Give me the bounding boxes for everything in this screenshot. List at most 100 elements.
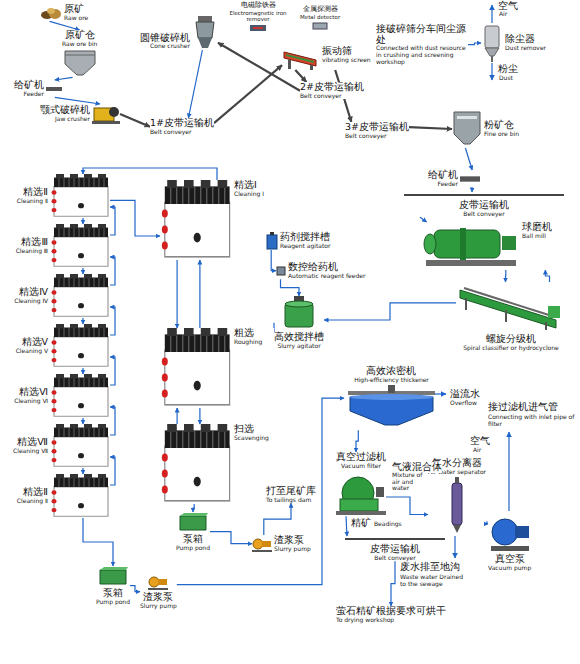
chinese-name: 精选Ⅴ <box>2 337 48 348</box>
equipment-label: 粗选Roughing <box>234 328 274 345</box>
equipment-node: 泵箱Pump pond <box>96 566 130 605</box>
equipment-icon <box>46 86 62 92</box>
equipment-icon <box>460 175 480 183</box>
flow-line <box>468 43 481 45</box>
equipment-label: 真空过滤机Vacuum filter <box>336 452 386 469</box>
equipment-icon <box>98 566 128 586</box>
english-name: Cleaning Ⅴ <box>2 348 48 355</box>
text-node: 2#皮带运输机Belt conveyer <box>300 82 364 99</box>
english-name: Reagent agitator <box>280 243 331 250</box>
equipment-icon <box>344 385 439 430</box>
english-name: Metal detector <box>300 14 340 20</box>
stream-label: 空气 <box>470 436 490 447</box>
flow-line <box>110 257 115 285</box>
stream-label: Waste water Drained to the sewage <box>400 574 470 587</box>
chinese-name: 2#皮带运输机 <box>300 82 364 93</box>
flow-line <box>83 518 113 566</box>
equipment-node: 振动筛vibrating screen <box>282 46 371 70</box>
equipment-node: 高效浓密机High-efficiency thickener <box>344 366 439 430</box>
equipment-node: 粉矿仓Fine ore bin <box>452 110 519 148</box>
chinese-name: 真空过滤机 <box>336 452 386 463</box>
stream-label: Mixture of air and water <box>392 472 428 492</box>
equipment-label: 颚式破碎机Jaw crusher <box>40 105 90 122</box>
stream-label: 溢流水 <box>450 389 480 400</box>
equipment-node: 精选ⅣCleaning Ⅳ <box>2 274 110 318</box>
english-name: Spiral classifier or hydrocyclone <box>463 345 559 352</box>
chinese-name: 精选Ⅵ <box>2 387 48 398</box>
equipment-label: 高效浓密机High-efficiency thickener <box>354 366 429 383</box>
english-name: Raw ore bin <box>62 41 97 48</box>
chinese-name: 渣浆泵 <box>274 535 311 546</box>
chinese-name: 电磁除铁器 <box>226 2 290 10</box>
english-name: Ball mill <box>522 233 552 240</box>
english-name: Fine ore bin <box>484 131 519 138</box>
english-name: Feeder <box>14 91 44 98</box>
english-name: Pump pond <box>96 599 130 606</box>
chinese-name: 泵箱 <box>176 534 210 545</box>
equipment-icon <box>160 328 232 408</box>
flow-line <box>210 532 252 544</box>
english-name: Feeder <box>428 181 458 188</box>
english-name: Dust remover <box>505 45 546 52</box>
belt-conveyor-line <box>218 43 300 91</box>
english-name: Cone crusher <box>140 43 190 50</box>
waste-water-arrow <box>454 536 455 558</box>
equipment-label: 2#皮带运输机Belt conveyer <box>300 82 364 99</box>
chinese-name: 真空泵 <box>488 554 531 565</box>
stream-label: Air <box>473 447 481 454</box>
equipment-node: 圆锥破碎机Cone crusher <box>140 14 218 50</box>
flow-line <box>188 50 202 118</box>
english-name: Slurry agitator <box>274 343 324 350</box>
flow-line <box>55 77 73 80</box>
flow-line <box>324 303 456 320</box>
equipment-node: 高效搅拌槽Slurry agitator <box>274 296 324 349</box>
english-name: To drying workshop <box>336 617 446 624</box>
equipment-icon <box>312 22 328 30</box>
chinese-name: 打至尾矿库 <box>266 486 316 497</box>
equipment-icon <box>282 46 320 70</box>
chinese-name: 给矿机 <box>14 80 44 91</box>
equipment-icon <box>50 474 110 518</box>
equipment-label: 皮带运输机Belt conveyer <box>459 200 509 217</box>
text-node: 萤石精矿根据要求可烘干To drying workshop <box>336 606 446 623</box>
text-node: 1#皮带运输机Belt conveyer <box>150 118 214 135</box>
flow-line <box>82 218 83 224</box>
equipment-node: 颚式破碎机Jaw crusher <box>40 104 120 124</box>
equipment-label: 精选ⅤCleaning Ⅴ <box>2 337 48 354</box>
chinese-name: 药剂搅拌槽 <box>280 232 331 243</box>
flow-line <box>346 516 347 536</box>
equipment-label: 金属探测器Metal detector <box>300 6 340 20</box>
equipment-label: 泵箱Pump pond <box>176 534 210 551</box>
equipment-icon <box>92 104 120 124</box>
english-name: To tailings dam <box>266 497 316 504</box>
equipment-node: 扫选Scavenging <box>160 424 274 504</box>
chinese-name: 3#皮带运输机 <box>345 122 409 133</box>
equipment-node: 原矿Raw ore <box>40 4 88 21</box>
equipment-icon <box>192 14 218 50</box>
flow-line <box>55 97 100 104</box>
equipment-node: 原矿仓Raw ore bin <box>62 30 97 77</box>
text-node: 3#皮带运输机Belt conveyer <box>345 122 409 139</box>
air-arrow <box>491 5 492 23</box>
equipment-node: 皮带运输机Belt conveyer <box>404 192 564 217</box>
flow-line <box>130 586 140 592</box>
flow-line <box>420 217 427 222</box>
flow-line <box>82 368 83 374</box>
text-node: 接破碎筛分车间尘源处Connected with dust resource i… <box>376 24 468 65</box>
english-name: Cleaning Ⅲ <box>2 248 48 255</box>
equipment-label: 1#皮带运输机Belt conveyer <box>150 118 214 135</box>
chinese-name: 接破碎筛分车间尘源处 <box>376 24 468 45</box>
equipment-label: 数控给药机Automatic reagent feeder <box>288 262 365 279</box>
flow-line <box>545 270 549 282</box>
equipment-label: 原矿仓Raw ore bin <box>62 30 97 47</box>
flow-line <box>82 468 83 474</box>
flow-line <box>471 187 472 192</box>
equipment-label: 精选ⅥCleaning Ⅵ <box>2 387 48 404</box>
equipment-label: 萤石精矿根据要求可烘干To drying workshop <box>336 606 446 623</box>
equipment-icon <box>40 6 62 20</box>
chinese-name: 粗选 <box>234 328 274 339</box>
stream-label: Beadings <box>374 521 402 528</box>
equipment-node: 除尘器Dust remover <box>481 24 546 62</box>
equipment-node: 精选ⅢCleaning Ⅲ <box>2 224 110 268</box>
english-name: Cleaning Ⅱ <box>2 198 48 205</box>
